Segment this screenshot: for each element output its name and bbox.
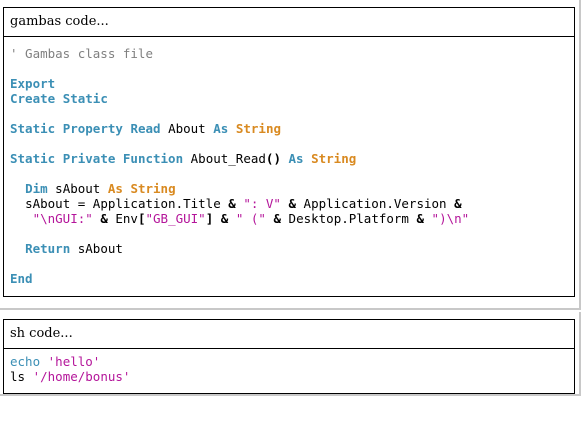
code-line: ls '/home/bonus'	[10, 369, 574, 384]
keyword: End	[10, 271, 33, 286]
code-line: Return sAbout	[10, 241, 574, 256]
keyword: Create	[10, 91, 56, 106]
code-text: sAbout = Application.Title	[25, 196, 229, 211]
code-line	[10, 106, 574, 121]
code-line	[10, 166, 574, 181]
operator: ()	[265, 151, 281, 166]
shell-command: echo	[10, 354, 41, 369]
code-line: Create Static	[10, 91, 574, 106]
operator: &	[228, 196, 236, 211]
string-literal: " ("	[235, 211, 266, 226]
code-line: sAbout = Application.Title & ": V" & App…	[10, 196, 574, 211]
keyword: Static	[10, 121, 56, 136]
identifier: About	[168, 121, 206, 136]
code-line: Export	[10, 76, 574, 91]
string-literal: ")\n"	[431, 211, 470, 226]
sh-code-content: echo 'hello'ls '/home/bonus'	[4, 349, 574, 384]
identifier: sAbout	[77, 241, 123, 256]
code-line: ' Gambas class file	[10, 46, 574, 61]
code-line: "\nGUI:" & Env["GB_GUI"] & " (" & Deskto…	[10, 211, 574, 226]
operator: ]	[205, 211, 214, 226]
type-name: String	[311, 151, 357, 166]
type-name: String	[235, 121, 281, 136]
identifier: sAbout	[55, 181, 101, 196]
string-literal: '/home/bonus'	[32, 369, 131, 384]
operator: &	[220, 211, 229, 226]
keyword: Property	[62, 121, 123, 136]
code-line	[10, 226, 574, 241]
identifier: About_Read	[190, 151, 266, 166]
keyword: Dim	[25, 181, 48, 196]
keyword: Read	[130, 121, 161, 136]
code-text: Application.Version	[296, 196, 455, 211]
keyword: Function	[122, 151, 184, 166]
string-literal: "\nGUI:"	[32, 211, 93, 226]
sh-code-block: sh code... echo 'hello'ls '/home/bonus'	[3, 319, 575, 394]
operator: &	[454, 196, 462, 211]
operator: &	[416, 211, 425, 226]
code-line: echo 'hello'	[10, 354, 574, 369]
gambas-code-header[interactable]: gambas code...	[4, 8, 574, 37]
code-comment: ' Gambas class file	[10, 46, 153, 61]
sh-code-header[interactable]: sh code...	[4, 320, 574, 349]
keyword: Static	[10, 151, 56, 166]
code-text: Desktop.Platform	[281, 211, 417, 226]
code-line: Static Private Function About_Read() As …	[10, 151, 574, 166]
operator: &	[288, 196, 297, 211]
operator: &	[100, 211, 108, 226]
type-name: String	[130, 181, 176, 196]
keyword: Return	[25, 241, 71, 256]
sh-panel-frame	[0, 312, 581, 396]
code-line	[10, 136, 574, 151]
code-line: Static Property Read About As String	[10, 121, 574, 136]
string-literal: ": V"	[243, 196, 281, 211]
operator: &	[273, 211, 282, 226]
keyword: Static	[62, 91, 108, 106]
string-literal: "GB_GUI"	[145, 211, 206, 226]
gambas-panel-frame	[0, 0, 581, 310]
code-line	[10, 61, 574, 76]
keyword: Private	[62, 151, 116, 166]
keyword: Export	[10, 76, 56, 91]
code-line	[10, 256, 574, 271]
code-line: Dim sAbout As String	[10, 181, 574, 196]
code-line: End	[10, 271, 574, 286]
keyword: As	[213, 121, 229, 136]
string-literal: 'hello'	[47, 354, 101, 369]
code-text: Env	[107, 211, 138, 226]
keyword: As	[288, 151, 304, 166]
keyword: As	[107, 181, 123, 196]
operator: [	[137, 211, 146, 226]
shell-command: ls	[10, 369, 26, 384]
